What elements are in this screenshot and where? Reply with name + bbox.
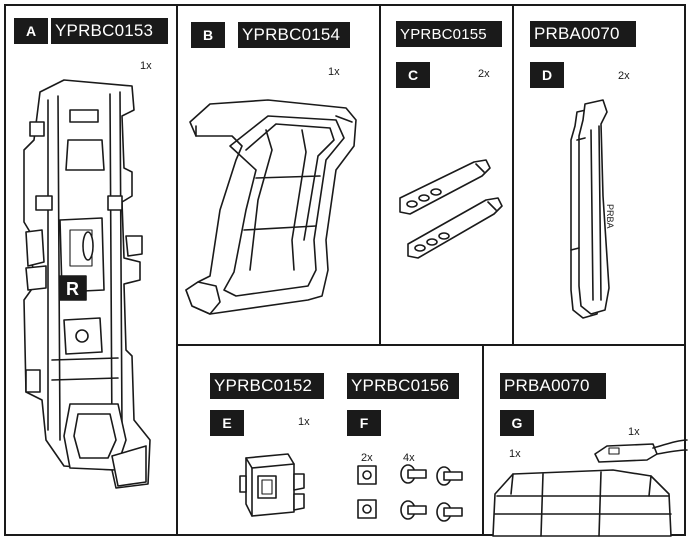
part-code: YPRBC0156: [347, 373, 459, 399]
part-code: YPRBC0152: [210, 373, 324, 399]
part-code: PRBA0070: [530, 21, 636, 47]
part-letter: E: [210, 410, 244, 436]
part-letter: D: [530, 62, 564, 88]
part-quantity: 1x: [628, 426, 640, 438]
part-quantity: 1x: [140, 60, 152, 72]
part-letter: F: [347, 410, 381, 436]
nuts-and-screws-drawing: [357, 464, 463, 522]
divider-b-c: [379, 4, 381, 346]
part-code: YPRBC0154: [238, 22, 350, 48]
outer-frame: [4, 4, 686, 536]
part-letter: G: [500, 410, 534, 436]
part-code: YPRBC0155: [396, 21, 502, 47]
divider-a: [176, 4, 178, 536]
connector-block-drawing: [239, 453, 305, 517]
lever-print: PRBA: [605, 204, 615, 229]
part-letter: B: [191, 22, 225, 48]
part-letter: C: [396, 62, 430, 88]
divider-row: [176, 344, 686, 346]
divider-c-d: [512, 4, 514, 346]
nut-quantity: 2x: [361, 452, 373, 464]
battery-pack-drawing: [492, 439, 688, 537]
main-quantity: 1x: [509, 448, 521, 460]
part-quantity: 2x: [478, 68, 490, 80]
cover-frame-drawing: [185, 99, 357, 315]
part-code: PRBA0070: [500, 373, 606, 399]
part-quantity: 2x: [618, 70, 630, 82]
battery-holder-drawing: R: [23, 79, 151, 489]
part-quantity: 1x: [328, 66, 340, 78]
tire-levers-drawing: PRBA: [570, 99, 615, 319]
screw-quantity: 4x: [403, 452, 415, 464]
part-code: YPRBC0153: [51, 18, 168, 44]
r-mark: R: [66, 279, 79, 299]
part-letter: A: [14, 18, 48, 44]
part-quantity: 1x: [298, 416, 310, 428]
divider-f-g: [482, 344, 484, 536]
tire-lever-strap-drawing: [399, 159, 503, 259]
